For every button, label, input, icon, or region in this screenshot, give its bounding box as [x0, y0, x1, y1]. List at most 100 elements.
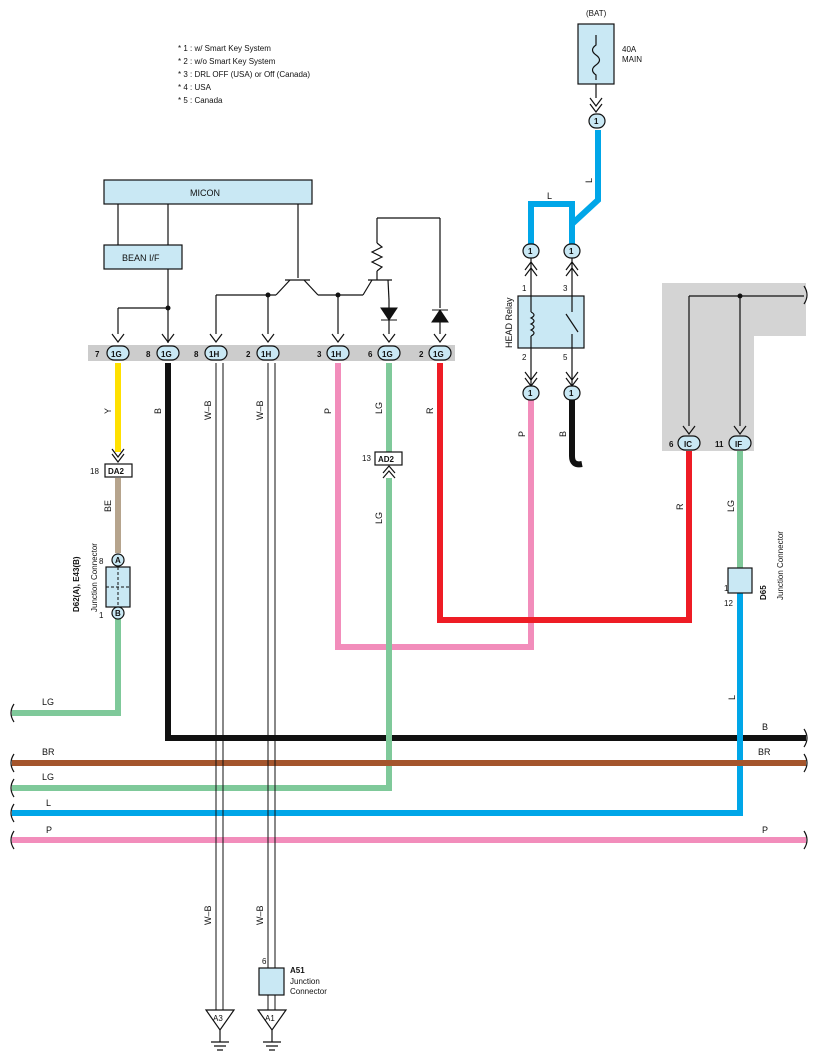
wire-b-relay — [569, 400, 583, 468]
ad2-box — [374, 451, 403, 466]
a51-box — [258, 967, 285, 996]
relay-pin-5: 5 — [563, 353, 568, 362]
band-connectors: 7 1G 8 1G 8 1H 2 1H 3 1H 6 1G — [95, 345, 452, 361]
wire-r — [437, 363, 692, 623]
fuse-arrow — [589, 97, 603, 113]
svg-text:B: B — [115, 609, 121, 618]
wire-label-b-relay: B — [558, 431, 568, 437]
svg-text:1: 1 — [528, 389, 533, 398]
svg-text:1H: 1H — [331, 350, 341, 359]
connector-1g-6: 6 1G — [368, 345, 401, 361]
da2-box — [104, 463, 133, 478]
wire-wb-1 — [215, 363, 224, 1010]
wire-l-loop — [528, 201, 575, 244]
svg-text:2: 2 — [246, 350, 251, 359]
svg-text:B: B — [153, 408, 163, 414]
diode-2-icon — [431, 309, 449, 323]
a51-pin: 6 — [262, 957, 267, 966]
wire-label-wb-low-1: W–B — [203, 905, 213, 925]
bean-box — [103, 244, 183, 270]
bean-label: BEAN I/F — [122, 253, 160, 263]
connector-1h-3: 3 1H — [317, 345, 350, 361]
wire-label-wb-low-2: W–B — [255, 905, 265, 925]
d65-box — [727, 567, 753, 594]
svg-text:BR: BR — [42, 747, 55, 757]
notes-block: * 1 : w/ Smart Key System * 2 : w/o Smar… — [178, 44, 310, 105]
fuse-rating: 40A — [622, 45, 637, 54]
svg-text:11: 11 — [715, 440, 724, 449]
jc1-connector: 8 A 1 B — [99, 553, 131, 620]
a51-text-2: Connector — [290, 987, 327, 996]
wire-lg-jc1 — [12, 619, 121, 716]
connector-1h-2: 2 1H — [246, 345, 280, 361]
svg-text:1G: 1G — [111, 350, 122, 359]
wire-p-relay — [335, 363, 534, 650]
svg-text:IF: IF — [735, 440, 742, 449]
da2-arrows — [111, 448, 125, 463]
relay-pin-2: 2 — [522, 353, 527, 362]
junction-dots — [165, 292, 743, 311]
relay-label: HEAD Relay — [504, 297, 514, 348]
fuse-icon — [591, 35, 601, 80]
micon-box — [103, 179, 313, 205]
svg-text:W–B: W–B — [255, 400, 265, 420]
wire-label-l-loop: L — [547, 191, 552, 201]
svg-text:1: 1 — [99, 611, 104, 620]
connector-if: 11 IF — [715, 435, 752, 451]
svg-text:A3: A3 — [213, 1014, 223, 1023]
note-4: * 4 : USA — [178, 83, 212, 92]
wire-l-main — [569, 130, 601, 244]
right-internal — [682, 295, 804, 435]
svg-text:P: P — [323, 408, 333, 414]
fuse-connector — [588, 113, 606, 129]
micon-label: MICON — [190, 188, 220, 198]
fuse-name: MAIN — [622, 55, 642, 64]
wires — [12, 130, 806, 1010]
ground-a3: A3 — [204, 1009, 236, 1051]
wire-l-d65 — [12, 593, 743, 816]
svg-text:R: R — [425, 407, 435, 414]
wire-label-l-top: L — [584, 178, 594, 183]
bus-labels: LG B BR BR LG L P P — [42, 697, 771, 835]
fuse-connector-pin: 1 — [594, 117, 599, 126]
connector-1g-8: 8 1G — [146, 345, 180, 361]
svg-text:B: B — [762, 722, 768, 732]
band-wire-labels: Y B W–B W–B P LG R — [103, 400, 435, 420]
d65-id: D65 — [759, 585, 768, 600]
da2-label: DA2 — [108, 467, 125, 476]
svg-text:6: 6 — [368, 350, 373, 359]
ad2-label: AD2 — [378, 455, 395, 464]
ad2-arrows — [382, 465, 396, 479]
note-3: * 3 : DRL OFF (USA) or Off (Canada) — [178, 70, 310, 79]
relay-top-connectors: 1 1 — [522, 243, 581, 259]
wire-lg-ad2 — [12, 478, 392, 791]
wire-label-lg-if: LG — [726, 500, 736, 512]
da2-pin: 18 — [90, 467, 99, 476]
svg-text:IC: IC — [684, 440, 692, 449]
a51-text-1: Junction — [290, 977, 320, 986]
svg-text:A: A — [115, 556, 121, 565]
svg-text:L: L — [46, 798, 51, 808]
micon-internal-wiring — [117, 204, 441, 343]
wire-wb-2 — [267, 363, 276, 1010]
diode-1-icon — [380, 307, 398, 321]
note-1: * 1 : w/ Smart Key System — [178, 44, 271, 53]
svg-text:LG: LG — [374, 402, 384, 414]
wire-label-be: BE — [103, 500, 113, 512]
svg-text:LG: LG — [42, 697, 54, 707]
svg-text:BR: BR — [758, 747, 771, 757]
svg-text:1G: 1G — [433, 350, 444, 359]
relay-bottom-connectors: 1 1 — [522, 385, 581, 401]
jc1-id: D62(A), E43(B) — [72, 556, 81, 612]
svg-text:P: P — [762, 825, 768, 835]
relay-top-arrows — [524, 258, 579, 296]
a51-id: A51 — [290, 966, 305, 975]
svg-text:6: 6 — [669, 440, 674, 449]
relay-internal — [529, 296, 579, 348]
fuse-box — [577, 23, 615, 85]
svg-text:W–B: W–B — [203, 400, 213, 420]
wire-label-l-d65: L — [727, 695, 737, 700]
relay-bottom-arrows — [524, 348, 579, 387]
bat-label: (BAT) — [586, 9, 607, 18]
svg-text:7: 7 — [95, 350, 100, 359]
